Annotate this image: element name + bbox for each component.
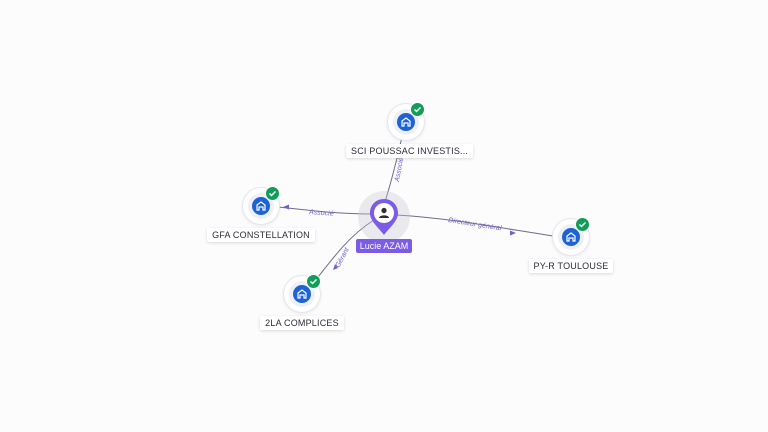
- company-badge: [243, 186, 280, 224]
- company-badge: [553, 217, 590, 255]
- person-node[interactable]: Lucie AZAM: [354, 189, 414, 259]
- person-icon: [368, 197, 400, 242]
- company-label: PY-R TOULOUSE: [528, 259, 614, 273]
- company-node-gfa[interactable]: GFA CONSTELLATION: [201, 186, 321, 243]
- company-label: 2LA COMPLICES: [260, 316, 344, 330]
- company-node-pyr[interactable]: PY-R TOULOUSE: [511, 217, 631, 274]
- company-label: SCI POUSSAC INVESTIS...: [346, 144, 474, 158]
- verified-check-icon: [575, 217, 590, 232]
- building-icon: [252, 197, 270, 215]
- verified-check-icon: [410, 102, 425, 117]
- person-name: Lucie AZAM: [355, 239, 413, 253]
- company-node-2la[interactable]: 2LA COMPLICES: [242, 274, 362, 331]
- building-icon: [562, 228, 580, 246]
- building-icon: [397, 113, 415, 131]
- arrow-2la: [333, 264, 338, 270]
- company-node-sci[interactable]: SCI POUSSAC INVESTIS...: [346, 102, 474, 159]
- company-label: GFA CONSTELLATION: [207, 228, 315, 242]
- person-label: Lucie AZAM: [354, 236, 414, 254]
- edge-label-gfa: Associé: [308, 209, 334, 218]
- edge-label-sci: Associé: [394, 157, 405, 183]
- edge-label-2la: Gérant: [335, 246, 352, 269]
- edge-pyr: [395, 214, 567, 239]
- verified-check-icon: [265, 186, 280, 201]
- company-badge: [388, 102, 425, 140]
- edge-label-pyr: Directeur général: [448, 217, 503, 232]
- arrow-gfa: [283, 204, 289, 210]
- company-badge: [284, 274, 321, 312]
- arrow-pyr: [510, 230, 516, 236]
- verified-check-icon: [306, 274, 321, 289]
- building-icon: [293, 285, 311, 303]
